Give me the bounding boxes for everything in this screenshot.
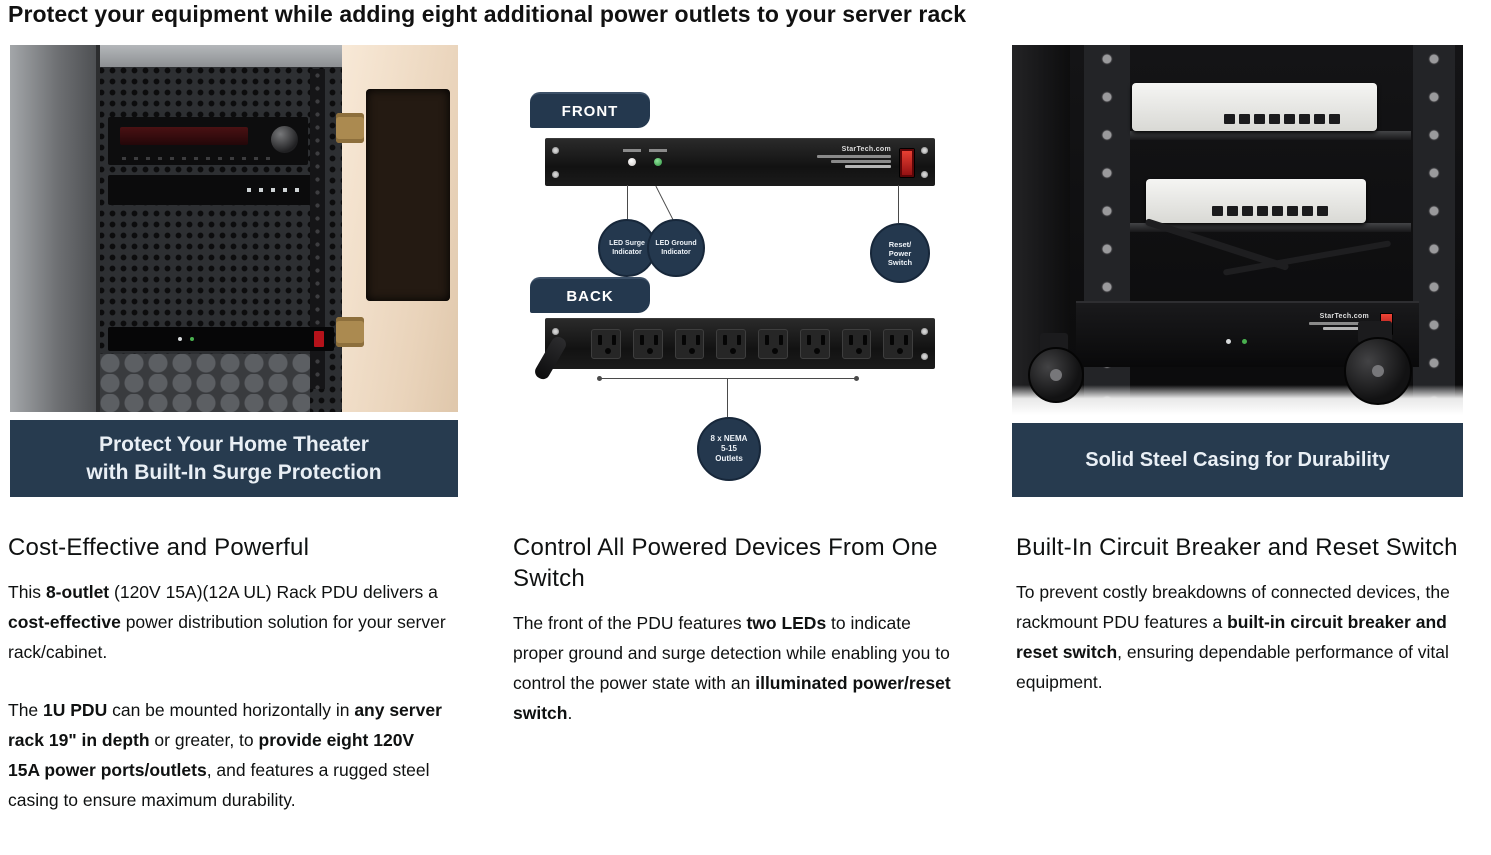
caster-wheel (1028, 347, 1084, 403)
pdu-led (178, 337, 182, 341)
reset-power-switch (899, 148, 915, 178)
callout-bubble-led-ground: LED Ground Indicator (647, 219, 705, 277)
brand-subtext-line (845, 165, 891, 168)
caption-band: Solid Steel Casing for Durability (1012, 423, 1463, 497)
ground-led (654, 158, 662, 166)
server-rack-photo: StarTech.com (1012, 45, 1463, 415)
network-switch (1132, 83, 1377, 131)
receiver-volume-knob (271, 126, 298, 153)
mounting-hole (921, 171, 928, 178)
cabinet-door (336, 45, 458, 412)
door-hinge (336, 113, 364, 143)
mounting-hole (552, 147, 559, 154)
nema-outlet (799, 329, 830, 359)
outlet-row (591, 329, 913, 359)
front-label-tab: FRONT (530, 92, 650, 128)
brand-text: StarTech.com (1319, 313, 1369, 320)
home-theater-photo (10, 45, 458, 412)
brand-block: StarTech.com (1309, 313, 1369, 330)
bracket-stem (727, 378, 728, 417)
feature-paragraph: The front of the PDU features two LEDs t… (513, 613, 951, 723)
callout-bubble-outlets: 8 x NEMA 5-15 Outlets (697, 417, 761, 481)
rack-rail (1413, 45, 1455, 415)
feature-section-one-switch: Control All Powered Devices From One Swi… (513, 532, 965, 756)
photo-caption: Protect Your Home Theater with Built-In … (86, 432, 382, 484)
nema-outlet (632, 329, 663, 359)
rack-rail (310, 69, 325, 389)
feature-heading: Built-In Circuit Breaker and Reset Switc… (1016, 534, 1458, 561)
brand-block: StarTech.com (801, 146, 891, 168)
feature-paragraph: The 1U PDU can be mounted horizontally i… (8, 700, 442, 810)
av-receiver (108, 117, 308, 165)
bracket-dot (854, 376, 859, 381)
callout-text: Reset/ Power Switch (887, 239, 913, 267)
callout-line (898, 185, 899, 223)
bracket-dot (597, 376, 602, 381)
mounting-hole (921, 328, 928, 335)
door-hinge (336, 317, 364, 347)
callout-text: LED Ground Indicator (655, 240, 697, 256)
rack-shelf (1130, 131, 1411, 140)
back-label-tab: BACK (530, 277, 650, 313)
nema-outlet (591, 329, 621, 359)
receiver-buttons (122, 157, 272, 160)
feature-section-cost-effective: Cost-Effective and Powerful This 8-outle… (8, 532, 448, 843)
mounted-pdu (108, 327, 334, 351)
brand-subtext-line (1309, 322, 1369, 325)
pdu-led (190, 337, 194, 341)
callout-text: 8 x NEMA 5-15 Outlets (710, 434, 748, 463)
bracket-line (600, 378, 856, 379)
nema-outlet (674, 329, 705, 359)
brand-subtext-line (817, 155, 891, 158)
feature-paragraph: To prevent costly breakdowns of connecte… (1016, 582, 1450, 692)
page-title: Protect your equipment while adding eigh… (8, 1, 967, 27)
acoustic-foam (98, 354, 310, 412)
feature-section-circuit-breaker: Built-In Circuit Breaker and Reset Switc… (1016, 532, 1462, 725)
rack-shelf (1130, 223, 1411, 232)
led-labels (623, 149, 667, 152)
home-theater-figure: Protect Your Home Theater with Built-In … (10, 45, 458, 497)
front-label: FRONT (561, 102, 619, 120)
pdu-power-switch (314, 331, 324, 347)
cabinet-top-frame (96, 45, 342, 67)
power-cord (532, 334, 569, 382)
steel-rack-figure: StarTech.com Solid Steel Casing for Dura… (1012, 45, 1463, 497)
callout-text: LED Surge Indicator (609, 240, 645, 256)
pdu-led (1242, 339, 1247, 344)
network-switch (1146, 179, 1366, 223)
feature-heading: Control All Powered Devices From One Swi… (513, 534, 938, 592)
feature-paragraph: This 8-outlet (120V 15A)(12A UL) Rack PD… (8, 582, 446, 662)
pdu-diagram: FRONT StarTech.com LED Surge Indicator (510, 45, 970, 497)
pdu-led (1226, 339, 1231, 344)
mounting-hole (552, 171, 559, 178)
callout-line (627, 185, 628, 219)
callout-line (655, 185, 674, 221)
pdu-front-view: StarTech.com (545, 138, 935, 186)
brand-subtext-line (1323, 327, 1369, 330)
back-label: BACK (566, 287, 614, 305)
receiver-display (120, 127, 248, 145)
photo-caption: Solid Steel Casing for Durability (1085, 448, 1390, 471)
brand-text: StarTech.com (841, 146, 891, 153)
switch-ports (1212, 206, 1328, 216)
caster-wheel (1344, 337, 1412, 405)
av-component (108, 175, 313, 205)
mounting-hole (921, 147, 928, 154)
component-leds (247, 188, 299, 192)
callout-bubble-reset-switch: Reset/ Power Switch (870, 223, 930, 283)
nema-outlet (716, 329, 746, 359)
cabinet-side-frame (10, 45, 100, 412)
door-window (366, 89, 450, 301)
nema-outlet (883, 329, 913, 359)
mounting-hole (921, 353, 928, 360)
caption-band: Protect Your Home Theater with Built-In … (10, 420, 458, 497)
nema-outlet (841, 329, 872, 359)
surge-led (628, 158, 636, 166)
mounting-hole (552, 328, 559, 335)
nema-outlet (758, 329, 788, 359)
switch-ports (1224, 114, 1340, 124)
feature-heading: Cost-Effective and Powerful (8, 534, 310, 561)
brand-subtext-line (831, 160, 891, 163)
pdu-back-view (532, 318, 935, 382)
